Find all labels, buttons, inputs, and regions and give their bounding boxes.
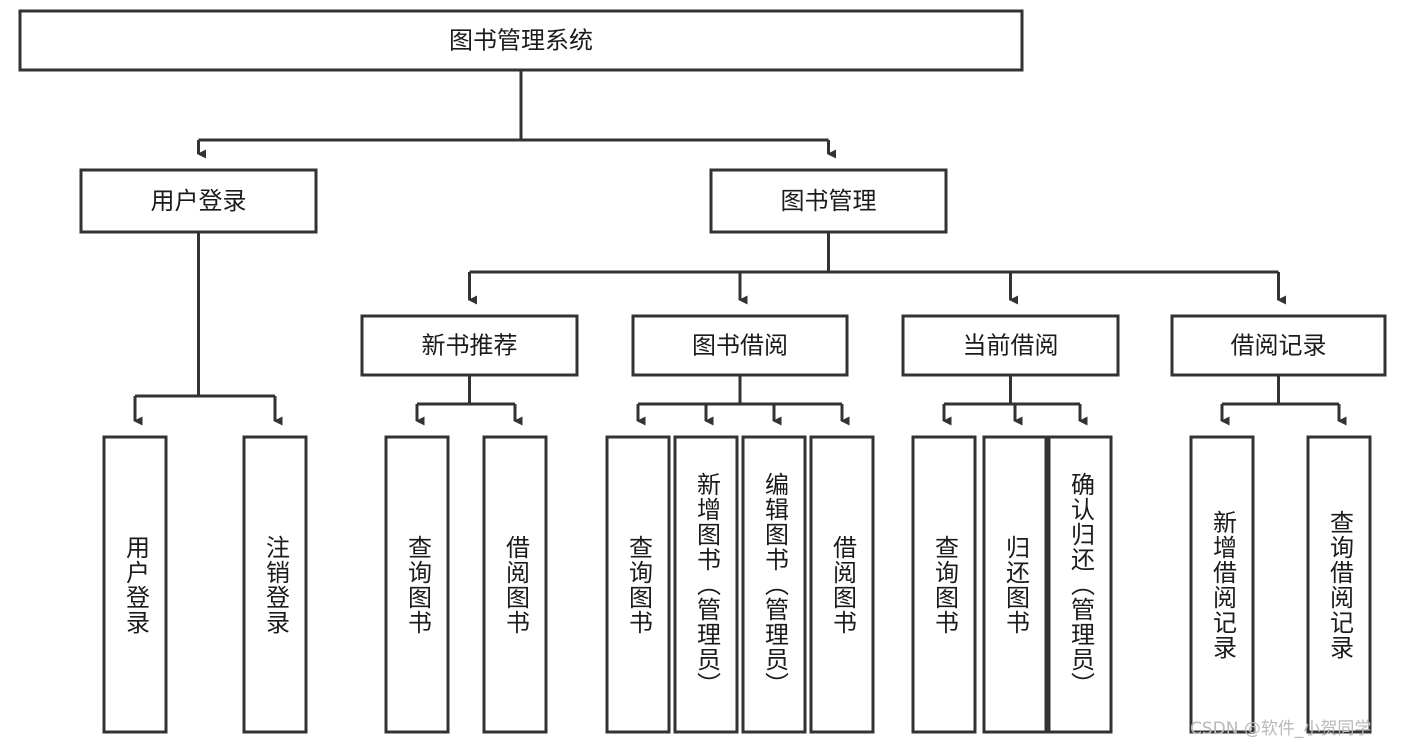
level1-node-user-login[interactable]: 用户登录 <box>79 168 318 234</box>
leaf-label: 借阅图书 <box>501 534 530 635</box>
leaf-label: 新增借阅记录 <box>1208 509 1237 660</box>
leaf-label: 查询图书 <box>403 534 432 635</box>
leaf-node-leaf-return-book[interactable]: 归还图书 <box>982 435 1048 734</box>
leaf-node-leaf-query-book-1[interactable]: 查询图书 <box>384 435 450 734</box>
root-node-book-management-system[interactable]: 图书管理系统 <box>18 9 1024 72</box>
leaf-label: 新增图书（管理员） <box>692 472 721 697</box>
node-label: 借阅记录 <box>1231 332 1327 360</box>
leaf-label: 注销登录 <box>261 534 290 635</box>
leaf-label: 用户登录 <box>121 534 150 635</box>
leaf-node-leaf-logout[interactable]: 注销登录 <box>242 435 308 734</box>
leaf-node-leaf-borrow-book-2[interactable]: 借阅图书 <box>809 435 875 734</box>
leaf-node-leaf-borrow-book-1[interactable]: 借阅图书 <box>482 435 548 734</box>
leaf-label-wrapper: 确认归还（管理员） <box>1066 472 1095 697</box>
leaf-node-leaf-add-record[interactable]: 新增借阅记录 <box>1189 435 1255 734</box>
node-layer: 图书管理系统用户登录图书管理新书推荐图书借阅当前借阅借阅记录用户登录注销登录查询… <box>18 9 1387 734</box>
leaf-node-leaf-query-book-3[interactable]: 查询图书 <box>911 435 977 734</box>
node-label: 图书管理系统 <box>449 27 593 55</box>
leaf-label-wrapper: 编辑图书（管理员） <box>760 472 789 697</box>
leaf-label-wrapper: 新增图书（管理员） <box>692 472 721 697</box>
leaf-node-leaf-user-login[interactable]: 用户登录 <box>102 435 168 734</box>
node-label: 用户登录 <box>151 187 247 215</box>
node-label: 图书借阅 <box>692 332 788 360</box>
level2-node-borrow-record[interactable]: 借阅记录 <box>1170 314 1387 377</box>
csdn-watermark: CSDN @软件_小贺同学 <box>1190 719 1372 739</box>
leaf-node-leaf-confirm-return[interactable]: 确认归还（管理员） <box>1047 435 1113 734</box>
leaf-label-wrapper: 查询图书 <box>624 534 653 635</box>
leaf-label: 查询图书 <box>930 534 959 635</box>
leaf-node-leaf-add-book[interactable]: 新增图书（管理员） <box>673 435 739 734</box>
leaf-label-wrapper: 新增借阅记录 <box>1208 509 1237 660</box>
leaf-label-wrapper: 用户登录 <box>121 534 150 635</box>
level1-node-book-manage[interactable]: 图书管理 <box>709 168 948 234</box>
leaf-label-wrapper: 借阅图书 <box>828 534 857 635</box>
leaf-node-leaf-edit-book[interactable]: 编辑图书（管理员） <box>741 435 807 734</box>
leaf-label-wrapper: 查询图书 <box>930 534 959 635</box>
leaf-label-wrapper: 借阅图书 <box>501 534 530 635</box>
node-label: 当前借阅 <box>963 332 1059 360</box>
node-label: 图书管理 <box>781 187 877 215</box>
leaf-node-leaf-query-book-2[interactable]: 查询图书 <box>605 435 671 734</box>
leaf-label-wrapper: 归还图书 <box>1001 534 1030 635</box>
edge-layer <box>133 70 1347 426</box>
leaf-label-wrapper: 注销登录 <box>261 534 290 635</box>
leaf-label: 编辑图书（管理员） <box>760 472 789 697</box>
leaf-node-leaf-query-record[interactable]: 查询借阅记录 <box>1306 435 1372 734</box>
leaf-label: 借阅图书 <box>828 534 857 635</box>
level2-node-new-book-rec[interactable]: 新书推荐 <box>360 314 579 377</box>
level2-node-current-borrow[interactable]: 当前借阅 <box>901 314 1120 377</box>
leaf-label-wrapper: 查询借阅记录 <box>1325 509 1354 660</box>
leaf-label-wrapper: 查询图书 <box>403 534 432 635</box>
level2-node-book-borrow[interactable]: 图书借阅 <box>631 314 849 377</box>
leaf-label: 归还图书 <box>1001 534 1030 635</box>
node-label: 新书推荐 <box>422 332 518 360</box>
leaf-label: 查询借阅记录 <box>1325 509 1354 660</box>
leaf-label: 确认归还（管理员） <box>1066 472 1095 697</box>
leaf-label: 查询图书 <box>624 534 653 635</box>
